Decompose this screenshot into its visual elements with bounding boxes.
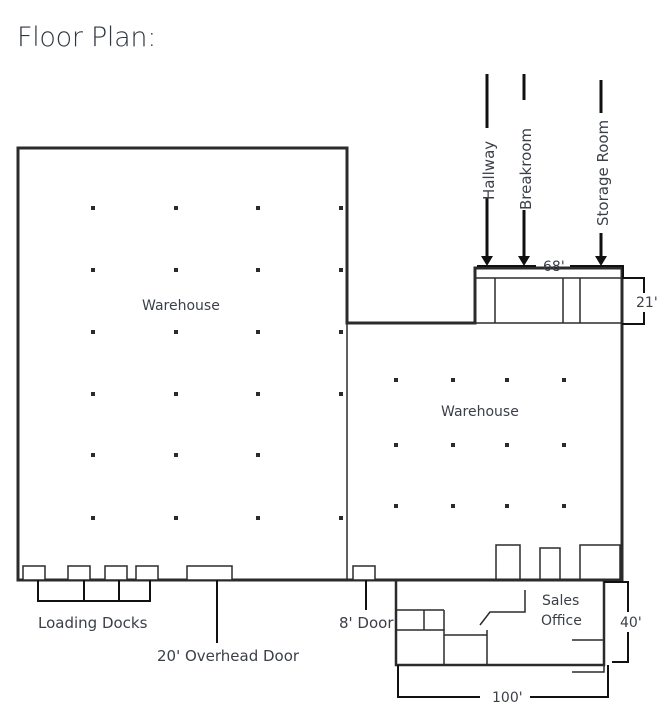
callout-arrows <box>481 74 607 266</box>
left-warehouse-walls <box>16 146 624 582</box>
dim-21-line <box>622 277 645 325</box>
breakroom-callout: Breakroom <box>517 128 535 210</box>
page-title: Floor Plan: <box>17 22 156 53</box>
sales-office-label-line1: Sales <box>542 593 579 609</box>
sales-office-label-line2: Office <box>541 613 582 629</box>
dock-doors <box>22 565 376 581</box>
column-grid-left <box>91 206 343 520</box>
storage-room-callout: Storage Room <box>594 120 612 226</box>
dim-100-line <box>397 665 609 698</box>
dim-40-label: 40' <box>620 615 642 631</box>
dimension-lines <box>397 265 645 698</box>
column-grid-right <box>394 378 566 508</box>
overhead-door-label: 20' Overhead Door <box>157 647 300 665</box>
dim-68-line <box>477 265 624 278</box>
loading-docks-bracket <box>37 580 151 602</box>
dim-40-line <box>604 581 629 663</box>
warehouse-right-label: Warehouse <box>441 404 519 420</box>
door-8ft-label: 8' Door <box>339 614 394 632</box>
loading-docks-label: Loading Docks <box>38 614 148 632</box>
warehouse-left-label: Warehouse <box>142 298 220 314</box>
hallway-callout: Hallway <box>480 141 498 200</box>
dim-21-label: 21' <box>636 295 658 311</box>
dim-100-label: 100' <box>492 690 523 706</box>
dim-68-label: 68' <box>543 259 565 275</box>
